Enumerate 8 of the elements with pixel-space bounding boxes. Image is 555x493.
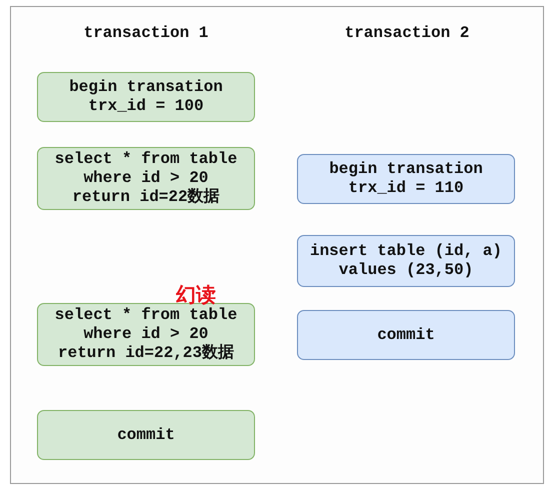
process-box: commit bbox=[297, 310, 515, 360]
process-box: insert table (id, a) values (23,50) bbox=[297, 235, 515, 287]
heading: transaction 2 bbox=[344, 24, 470, 42]
process-box: commit bbox=[37, 410, 255, 460]
process-box: begin transation trx_id = 110 bbox=[297, 154, 515, 204]
heading: transaction 1 bbox=[84, 24, 208, 42]
process-box: select * from table where id > 20 return id=22数据 bbox=[37, 147, 255, 210]
process-box: begin transation trx_id = 100 bbox=[37, 72, 255, 122]
